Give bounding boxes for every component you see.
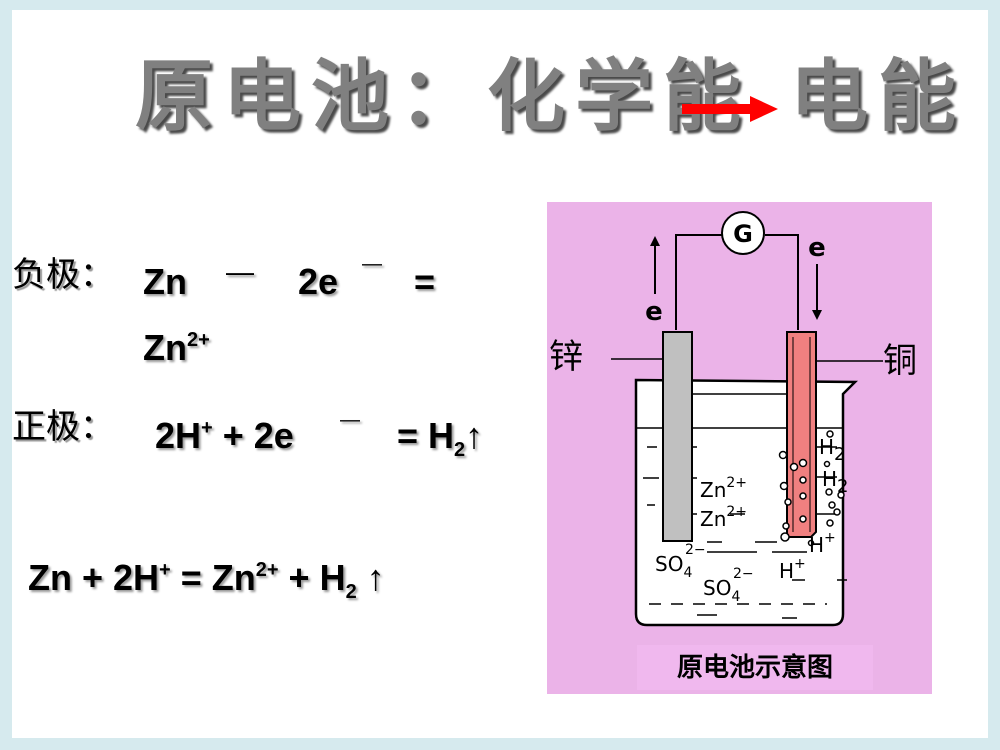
positive-gas-arrow: ↑ (465, 415, 484, 456)
negative-electron-charge: — (362, 253, 382, 275)
electron-label-right: e (808, 233, 826, 263)
negative-product-text: Zn (143, 327, 187, 368)
copper-electrode (786, 331, 817, 538)
svg-text:H+: H+ (809, 530, 836, 557)
negative-product-charge: 2+ (186, 329, 210, 351)
diagram-caption: 原电池示意图 (677, 652, 833, 683)
positive-sub: 2 (454, 439, 466, 461)
overall-gas-arrow: ↑ (356, 557, 385, 598)
overall-equation: Zn + 2H+ = Zn2+ + H2 ↑ (28, 557, 385, 603)
overall-sub: 2 (345, 581, 357, 603)
negative-label: 负极： (12, 255, 114, 295)
wire-left (675, 234, 723, 330)
positive-electrons: + 2e (222, 415, 294, 456)
overall-a: Zn + 2H (28, 557, 160, 598)
overall-c: + H (278, 557, 346, 598)
title-right: 电能 (790, 52, 967, 142)
positive-electron-charge: — (340, 409, 360, 431)
galvanometer-icon (721, 211, 765, 255)
positive-product: = H2↑ (397, 415, 484, 461)
overall-b-charge: 2+ (255, 559, 279, 581)
svg-text:H2: H2 (822, 467, 849, 497)
negative-electrons: 2e (298, 261, 339, 302)
negative-product: Zn2+ (143, 330, 210, 366)
svg-text:Zn2+: Zn2+ (700, 504, 747, 531)
svg-text:2−: 2− (685, 542, 706, 558)
svg-text:H+: H+ (779, 556, 806, 583)
svg-text:SO4: SO4 (703, 576, 740, 605)
wire-right (765, 234, 799, 330)
ion-labels: H2 H2 Zn2+ Zn2+ H+ H+ SO4 2− SO4 2− (655, 435, 849, 605)
negative-minus: — (226, 256, 254, 287)
electron-label-left: e (645, 297, 663, 327)
svg-text:Zn2+: Zn2+ (700, 475, 747, 502)
title-arrow-icon (682, 96, 778, 122)
positive-reactant: 2H (155, 415, 202, 456)
svg-text:SO4: SO4 (655, 552, 692, 581)
zinc-label: 锌 (549, 337, 583, 377)
galvanic-cell-diagram: G e e 锌 铜 H2 H2 Zn2+ Zn2+ (547, 202, 932, 694)
negative-equals: = (414, 261, 436, 302)
negative-zn: Zn (143, 261, 187, 302)
positive-label: 正极： (12, 407, 114, 447)
overall-b: = Zn (170, 557, 256, 598)
title-left: 原电池：化学能 (135, 52, 752, 142)
positive-equation: 2H+ + 2e (155, 418, 294, 454)
positive-reactant-charge: + (201, 417, 213, 439)
svg-text:2−: 2− (733, 566, 754, 582)
galvanometer-label: G (733, 220, 753, 248)
caption-box (637, 645, 873, 690)
hydrogen-bubbles (778, 430, 845, 547)
overall-a-charge: + (159, 559, 171, 581)
svg-text:H2: H2 (819, 435, 846, 465)
zinc-electrode (662, 331, 693, 542)
positive-equals: = H (397, 415, 455, 456)
copper-label: 铜 (883, 341, 917, 381)
